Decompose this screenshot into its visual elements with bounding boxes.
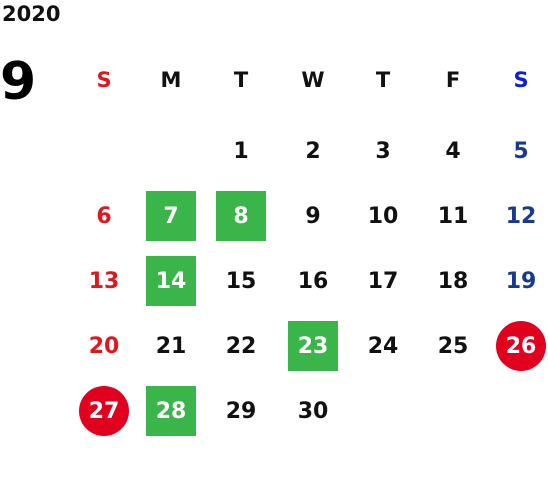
weekday-header: F <box>445 68 461 92</box>
weekday-header: T <box>375 68 391 92</box>
day-cell-28[interactable]: 28 <box>146 386 196 436</box>
day-cell-2[interactable]: 2 <box>305 138 321 164</box>
day-cell-5[interactable]: 5 <box>513 138 529 164</box>
day-cell-12[interactable]: 12 <box>505 203 537 229</box>
day-cell-3[interactable]: 3 <box>375 138 391 164</box>
day-cell-1[interactable]: 1 <box>233 138 249 164</box>
weekday-header: S <box>96 68 112 92</box>
weekday-header: S <box>513 68 529 92</box>
weekday-header: W <box>301 68 325 92</box>
day-cell-30[interactable]: 30 <box>297 398 329 424</box>
day-cell-27[interactable]: 27 <box>79 386 129 436</box>
day-cell-23[interactable]: 23 <box>288 321 338 371</box>
day-cell-18[interactable]: 18 <box>437 268 469 294</box>
weekday-header: M <box>160 68 182 92</box>
day-cell-4[interactable]: 4 <box>445 138 461 164</box>
day-cell-15[interactable]: 15 <box>225 268 257 294</box>
day-cell-25[interactable]: 25 <box>437 333 469 359</box>
day-cell-6[interactable]: 6 <box>96 203 112 229</box>
day-cell-8[interactable]: 8 <box>216 191 266 241</box>
day-cell-21[interactable]: 21 <box>155 333 187 359</box>
day-cell-10[interactable]: 10 <box>367 203 399 229</box>
day-cell-19[interactable]: 19 <box>505 268 537 294</box>
weekday-header: T <box>233 68 249 92</box>
day-cell-9[interactable]: 9 <box>305 203 321 229</box>
day-cell-24[interactable]: 24 <box>367 333 399 359</box>
day-cell-20[interactable]: 20 <box>88 333 120 359</box>
year-label: 2020 <box>2 2 61 26</box>
day-cell-7[interactable]: 7 <box>146 191 196 241</box>
day-cell-17[interactable]: 17 <box>367 268 399 294</box>
day-cell-29[interactable]: 29 <box>225 398 257 424</box>
day-cell-11[interactable]: 11 <box>437 203 469 229</box>
day-cell-13[interactable]: 13 <box>88 268 120 294</box>
day-cell-16[interactable]: 16 <box>297 268 329 294</box>
day-cell-26[interactable]: 26 <box>496 321 546 371</box>
day-cell-22[interactable]: 22 <box>225 333 257 359</box>
day-cell-14[interactable]: 14 <box>146 256 196 306</box>
month-number: 9 <box>0 52 37 112</box>
